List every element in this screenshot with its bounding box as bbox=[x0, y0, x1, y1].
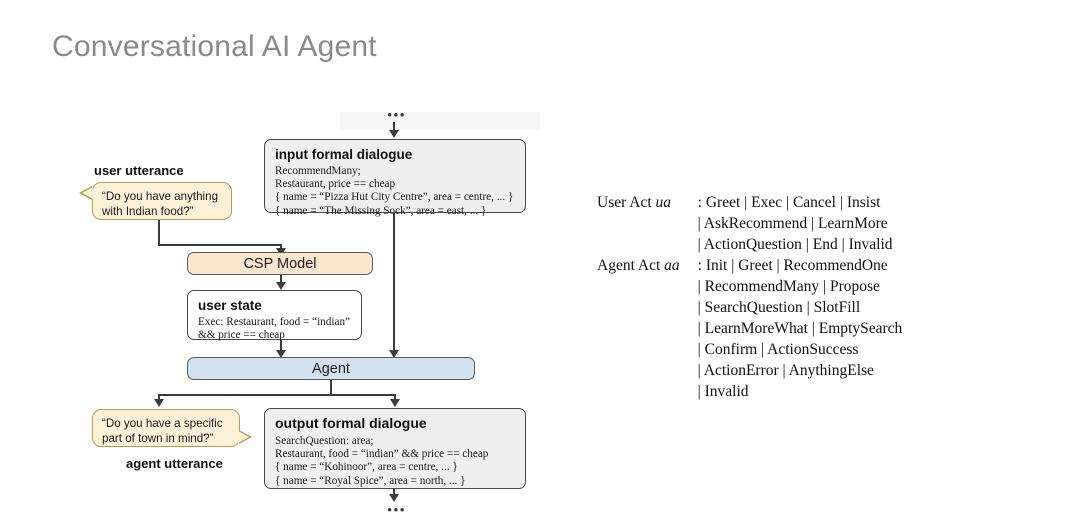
input-box-line-3: { name = “The Missing Sock”, area = east… bbox=[275, 204, 487, 217]
agent-bubble-line-1: part of town in mind?” bbox=[102, 431, 214, 445]
agent-bubble-line-0: “Do you have a specific bbox=[102, 417, 223, 430]
agent-label: Agent bbox=[312, 360, 350, 377]
grammar-agent-act-line-3: | LearnMoreWhat | EmptySearch bbox=[697, 320, 903, 337]
input-box-line-2: { name = “Pizza Hut City Centre”, area =… bbox=[275, 191, 514, 204]
act-grammar-panel: User Act ua : Greet | Exec | Cancel | In… bbox=[597, 192, 902, 402]
connector-userstate-to-agent bbox=[280, 340, 282, 354]
connector-agent-split bbox=[158, 394, 396, 396]
grammar-label-agent-act-var: aa bbox=[664, 257, 680, 274]
output-box-line-3: { name = “Royal Spice”, area = north, ..… bbox=[275, 474, 466, 487]
csp-model-label: CSP Model bbox=[243, 255, 317, 272]
input-formal-dialogue-box: input formal dialogue RecommendMany; Res… bbox=[264, 139, 526, 217]
grammar-rhs-agent-act: : Init | Greet | RecommendOne | Recommen… bbox=[698, 255, 903, 402]
agent-box: Agent bbox=[187, 357, 475, 380]
grammar-label-agent-act: Agent Act aa bbox=[597, 255, 698, 402]
input-box-heading: input formal dialogue bbox=[275, 147, 413, 162]
user-state-heading: user state bbox=[198, 298, 262, 313]
grammar-label-user-act-text: User Act bbox=[597, 194, 656, 211]
connector-user-bubble-right bbox=[158, 244, 281, 246]
grammar-user-act-line-1: | AskRecommend | LearnMore bbox=[697, 215, 888, 232]
user-bubble-line-1: with Indian food?” bbox=[102, 204, 194, 218]
user-utterance-caption: user utterance bbox=[94, 163, 184, 178]
user-state-line-0: Exec: Restaurant, food = “indian” bbox=[198, 316, 351, 328]
connector-user-bubble-down bbox=[158, 220, 160, 245]
connector-top-arrowhead bbox=[389, 130, 399, 138]
output-box-line-0: SearchQuestion: area; bbox=[275, 435, 374, 447]
grammar-row-agent-act: Agent Act aa : Init | Greet | RecommendO… bbox=[597, 255, 902, 402]
connector-agent-to-bubble bbox=[158, 394, 160, 402]
page-title: Conversational AI Agent bbox=[52, 30, 377, 63]
connector-agent-down bbox=[330, 380, 332, 395]
user-utterance-bubble: “Do you have anything with Indian food?” bbox=[92, 182, 232, 220]
grammar-label-user-act-var: ua bbox=[655, 194, 672, 211]
csp-model-box: CSP Model bbox=[187, 252, 373, 275]
grammar-agent-act-line-2: | SearchQuestion | SlotFill bbox=[697, 299, 861, 316]
background-band bbox=[340, 112, 540, 130]
grammar-agent-act-line-1: | RecommendMany | Propose bbox=[697, 278, 880, 295]
connector-input-to-agent bbox=[393, 213, 395, 353]
grammar-label-agent-act-text: Agent Act bbox=[597, 257, 665, 274]
grammar-agent-act-line-6: | Invalid bbox=[697, 383, 749, 400]
input-box-line-0: RecommendMany; bbox=[275, 165, 361, 177]
connector-output-arrowhead bbox=[390, 399, 400, 407]
bottom-ellipsis: ••• bbox=[387, 503, 406, 519]
user-state-line-1: && price == cheap bbox=[198, 329, 285, 342]
grammar-row-user-act: User Act ua : Greet | Exec | Cancel | In… bbox=[597, 192, 902, 255]
agent-utterance-bubble: “Do you have a specific part of town in … bbox=[92, 409, 240, 447]
output-box-line-2: { name = “Kohinoor”, area = centre, ... … bbox=[275, 461, 458, 474]
connector-agent-left-arrowhead bbox=[276, 350, 286, 358]
grammar-label-user-act: User Act ua bbox=[597, 192, 698, 255]
grammar-rhs-user-act: : Greet | Exec | Cancel | Insist | AskRe… bbox=[698, 192, 903, 255]
grammar-agent-act-line-0: : Init | Greet | RecommendOne bbox=[697, 257, 888, 274]
connector-top-arrow-line bbox=[393, 122, 395, 134]
user-bubble-line-0: “Do you have anything bbox=[102, 190, 219, 203]
agent-utterance-caption: agent utterance bbox=[126, 456, 223, 471]
connector-agent-to-output bbox=[394, 394, 396, 402]
connector-userstate-arrowhead bbox=[276, 282, 286, 290]
output-formal-dialogue-box: output formal dialogue SearchQuestion: a… bbox=[264, 408, 526, 489]
top-ellipsis: ••• bbox=[387, 108, 406, 124]
user-bubble-tail-fill bbox=[82, 187, 93, 199]
connector-agent-bubble-arrowhead bbox=[154, 399, 164, 407]
output-box-heading: output formal dialogue bbox=[275, 415, 427, 431]
grammar-user-act-line-0: : Greet | Exec | Cancel | Insist bbox=[697, 194, 881, 211]
grammar-user-act-line-2: | ActionQuestion | End | Invalid bbox=[697, 236, 893, 253]
connector-bottom-arrowhead bbox=[389, 494, 399, 502]
grammar-agent-act-line-4: | Confirm | ActionSuccess bbox=[697, 341, 859, 358]
input-box-line-1: Restaurant, price == cheap bbox=[275, 178, 396, 191]
connector-agent-right-arrowhead bbox=[389, 350, 399, 358]
output-box-line-1: Restaurant, food = “indian” && price == … bbox=[275, 448, 489, 461]
user-state-box: user state Exec: Restaurant, food = “ind… bbox=[187, 290, 362, 342]
connector-bottom-line bbox=[393, 489, 395, 497]
agent-bubble-tail-fill bbox=[238, 431, 249, 443]
grammar-agent-act-line-5: | ActionError | AnythingElse bbox=[697, 362, 874, 379]
connector-csp-to-userstate bbox=[280, 275, 282, 285]
